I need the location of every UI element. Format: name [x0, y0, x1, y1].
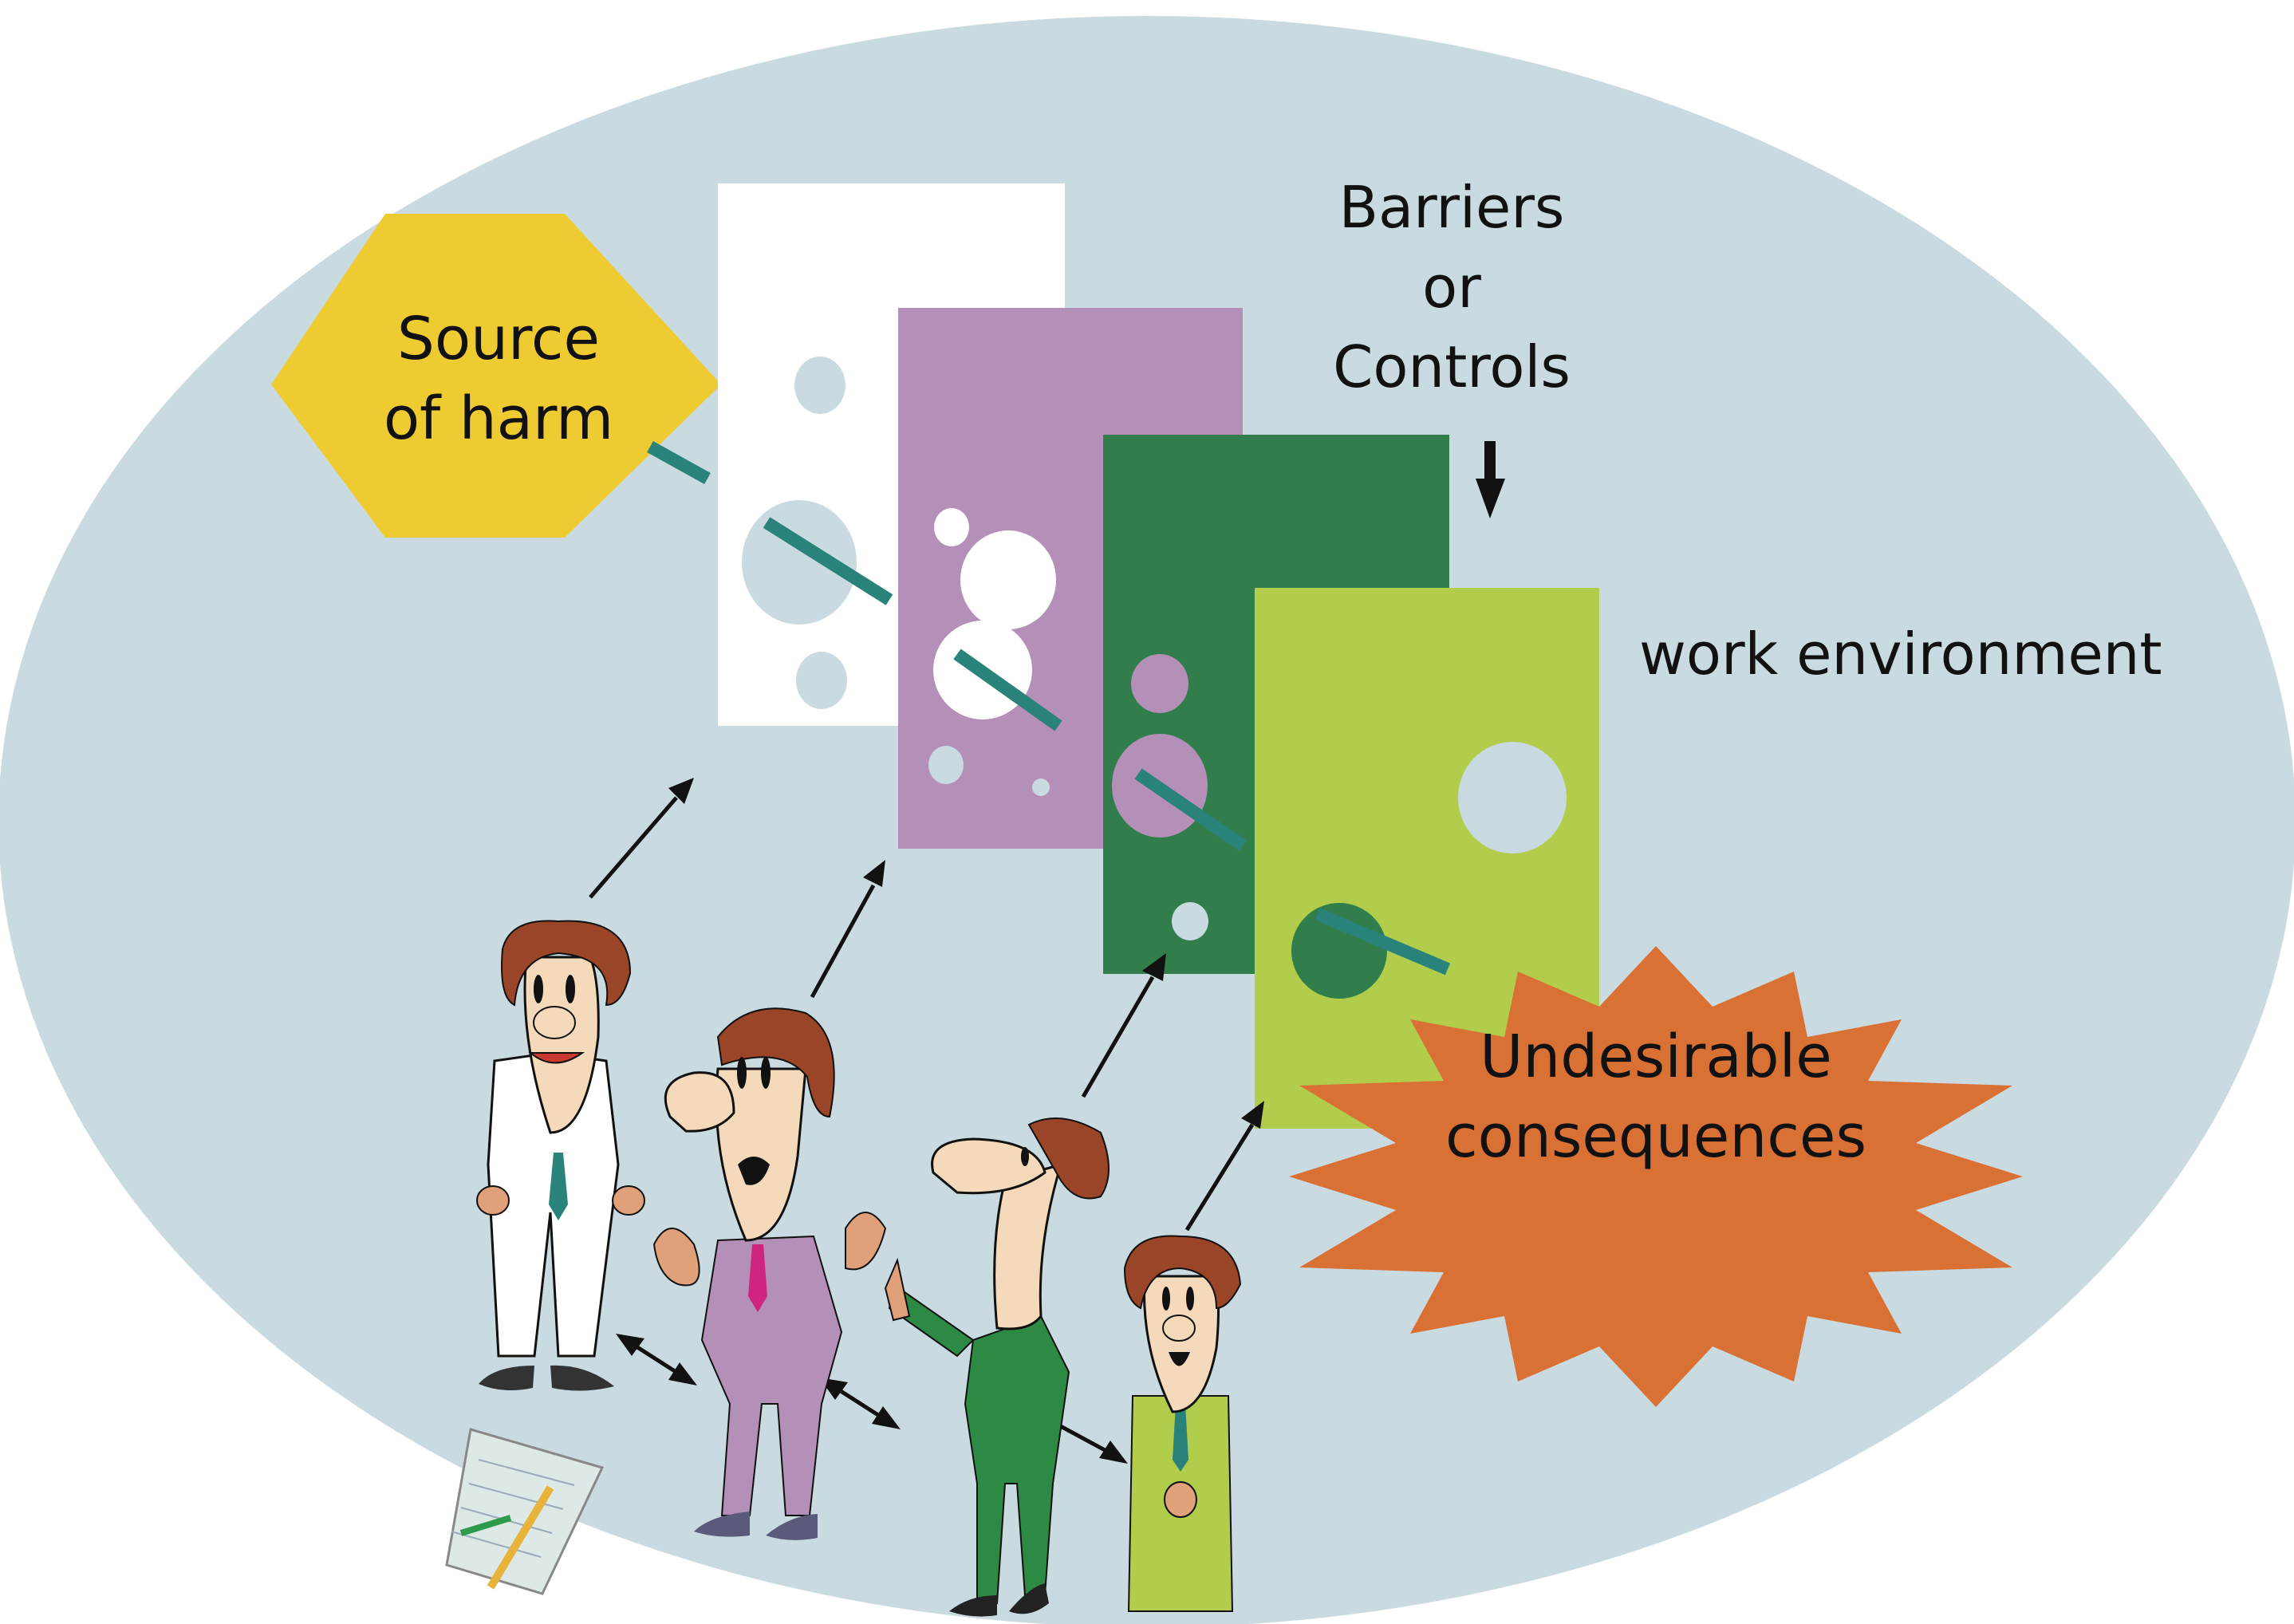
arrow-person1-to-barrier1 [589, 778, 694, 899]
barrier-4-hole [1458, 742, 1567, 853]
barrier-2-hole [1032, 778, 1050, 796]
work-environment-label: work environment [1639, 621, 2162, 688]
barriers-down-arrow-icon [1476, 441, 1505, 518]
consequence-label-line2: consequences [1445, 1102, 1866, 1171]
trajectory-segment [953, 648, 1062, 731]
trajectory-segment [647, 441, 711, 484]
arrow-person3-to-barrier3 [1081, 953, 1166, 1098]
barrier-2-hole [928, 746, 964, 784]
person-lime-jacket [1123, 1235, 1242, 1612]
barriers-label-line1: Barriers [1339, 174, 1565, 241]
ruler [487, 1485, 554, 1590]
barrier-3-hole [1131, 654, 1188, 713]
person-purple-suit [652, 1007, 887, 1540]
person-white-suit [476, 920, 645, 1391]
consequence-label-line1: Undesirable [1480, 1023, 1832, 1091]
trajectory-segment [1134, 768, 1247, 851]
barrier-2-hole [960, 530, 1056, 629]
trajectory-segment [763, 517, 893, 605]
source-of-harm [271, 214, 721, 538]
double-arrow-1-2 [616, 1334, 697, 1386]
source-label-line1: Source [397, 305, 600, 373]
source-label-line2: of harm [384, 384, 613, 453]
pencil-icon [459, 1515, 512, 1536]
barriers-label-line3: Controls [1333, 333, 1571, 400]
hazard-trajectory [647, 441, 1451, 976]
arrow-person4-to-barrier4 [1184, 1101, 1264, 1232]
undesirable-consequences [1289, 946, 2023, 1407]
source-hexagon [271, 214, 721, 538]
influence-arrows [589, 778, 1264, 1232]
person-green-suit [884, 1117, 1110, 1617]
consequence-starburst [1289, 946, 2023, 1407]
barrier-1-hole [794, 357, 845, 414]
trajectory-segment [1315, 908, 1451, 976]
blueprint-plan [445, 1428, 605, 1595]
barrier-2-hole [934, 508, 969, 546]
barrier-3-hole [1172, 902, 1208, 940]
barrier-1-hole [796, 652, 847, 709]
arrow-person2-to-barrier2 [810, 860, 885, 999]
barriers-label-line2: or [1422, 254, 1481, 321]
